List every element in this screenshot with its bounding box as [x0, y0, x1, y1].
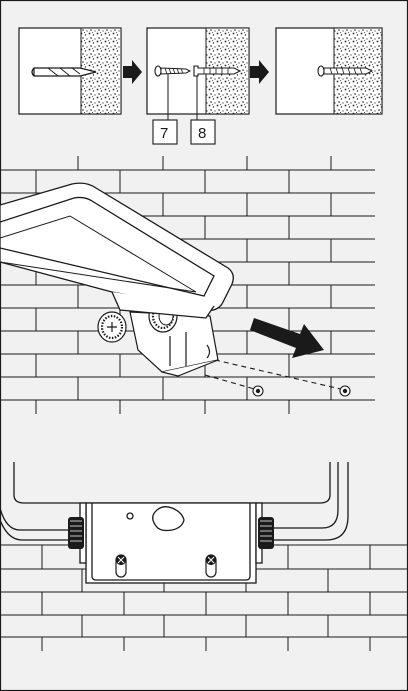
- keyhole-slot-icon: [205, 554, 217, 578]
- knob-icon: [258, 517, 274, 549]
- arrow-right-icon: [123, 60, 142, 84]
- bracket-front: [79, 502, 263, 584]
- label-8: 8: [190, 119, 216, 145]
- knob-icon: [68, 517, 84, 549]
- arrow-right-icon: [250, 318, 324, 358]
- label-7: 7: [152, 119, 178, 145]
- step-1-drill: [18, 27, 122, 115]
- wall-anchor-icon: [193, 65, 242, 77]
- screw-hole-icon: [252, 385, 264, 397]
- mounting-bracket: [129, 311, 219, 377]
- screw-icon: [154, 65, 192, 77]
- screw-hole-icon: [339, 385, 351, 397]
- step-3-result: [275, 27, 383, 115]
- guide-lines: [204, 359, 346, 391]
- solar-panel: [0, 182, 234, 319]
- step-2-insert: [146, 27, 250, 120]
- svg-text:8: 8: [198, 125, 206, 142]
- screw-icon: [317, 65, 374, 77]
- knob-icon: [97, 311, 127, 343]
- svg-text:7: 7: [160, 125, 168, 142]
- arrow-right-icon: [250, 60, 269, 84]
- brick-wall-top: [0, 156, 375, 414]
- keyhole-slot-icon: [115, 554, 127, 578]
- drill-icon: [31, 67, 97, 77]
